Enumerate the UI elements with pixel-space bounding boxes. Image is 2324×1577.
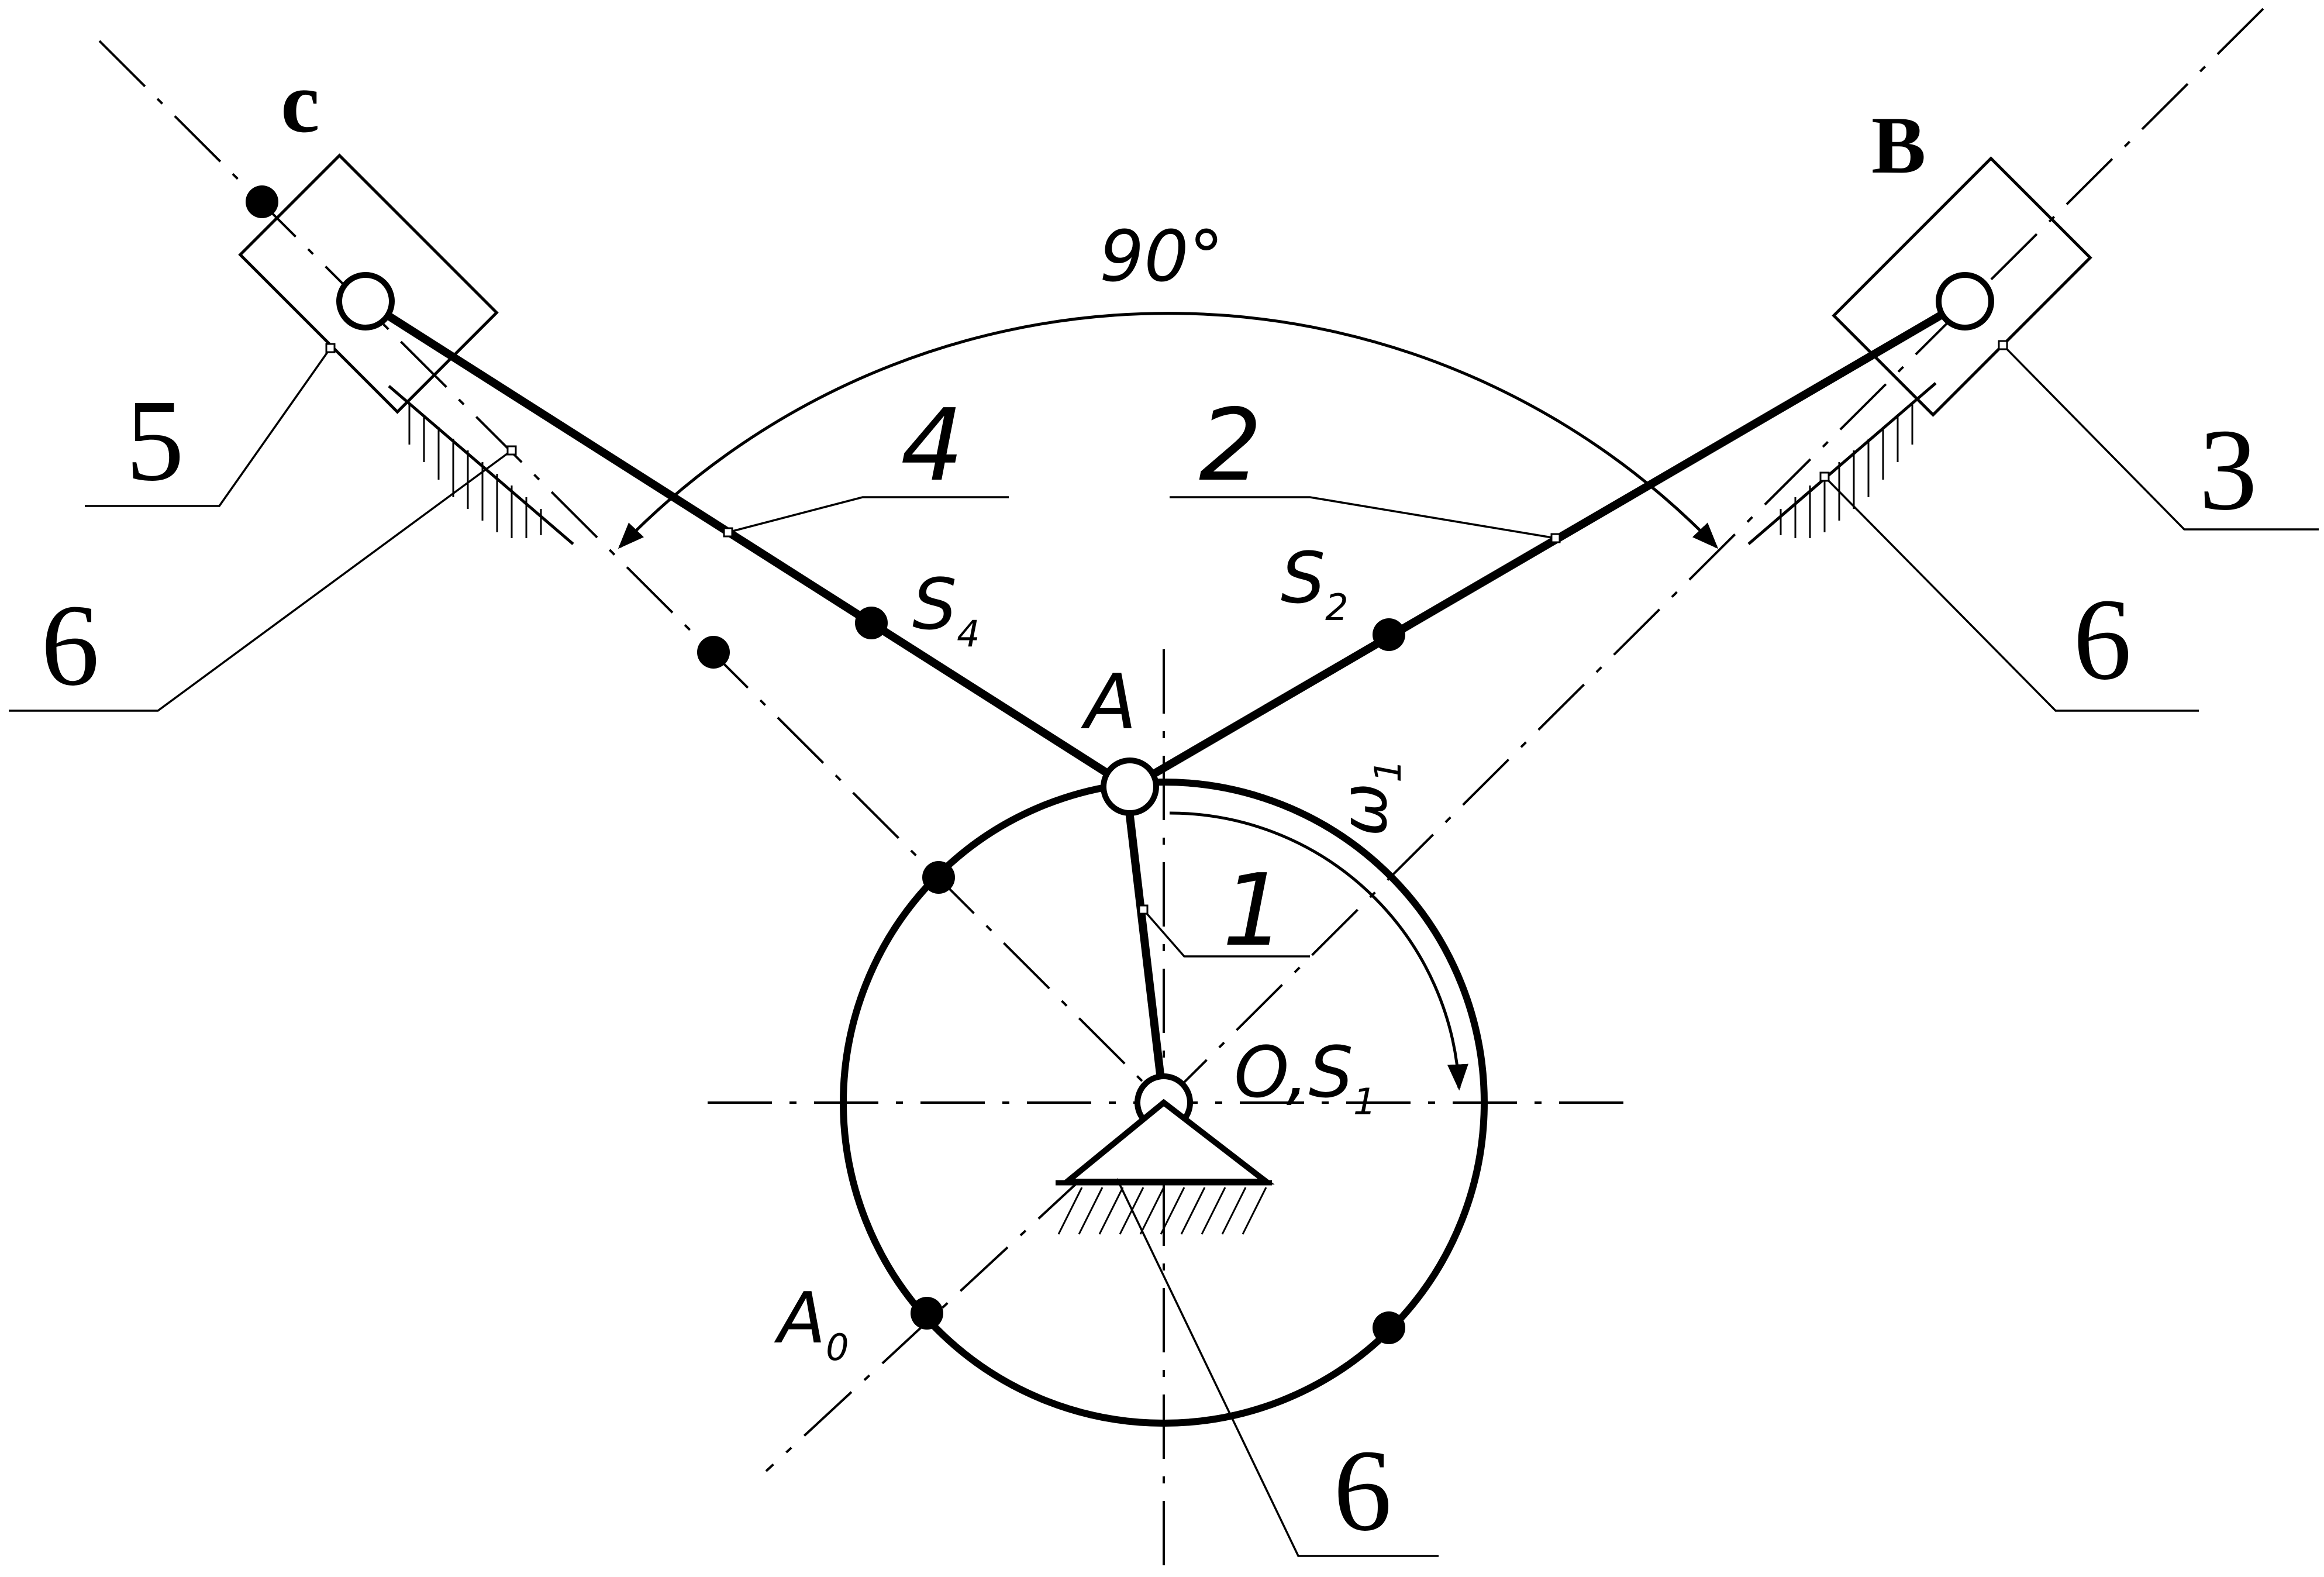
ground-support xyxy=(1056,1099,1275,1235)
label-link-6-right: 6 xyxy=(2073,575,2132,704)
label-point-b: B xyxy=(1871,100,1926,191)
label-angle-90: 90° xyxy=(1099,216,1224,298)
label-link-2: 2 xyxy=(1199,388,1262,504)
leader-6-bottom xyxy=(1116,1178,1439,1557)
label-link-4: 4 xyxy=(901,388,964,504)
leader-3 xyxy=(2002,344,2319,531)
label-point-a: A xyxy=(1081,657,1137,746)
label-a0: A0 xyxy=(774,1278,849,1369)
labels: c B 90° 5 4 2 3 6 6 6 1 A ω1 S4 S2 O,S1 … xyxy=(41,54,2257,1555)
label-os1: O,S1 xyxy=(1234,1032,1376,1123)
leader-tips xyxy=(325,340,2008,915)
guide-axis-right xyxy=(1163,8,2264,1104)
dot-s4 xyxy=(855,607,888,639)
dot-circle-lower-right xyxy=(1373,1311,1405,1344)
angle-arc-90 xyxy=(618,312,1719,549)
leader-5 xyxy=(85,347,332,507)
joint-b xyxy=(1936,272,1994,330)
joint-a xyxy=(1101,757,1159,816)
links xyxy=(361,297,1969,1083)
dot-s2 xyxy=(1373,618,1405,651)
crank-circle xyxy=(840,779,1488,1427)
slider-block-right xyxy=(1832,156,2092,417)
leader-lines xyxy=(9,344,2319,1557)
link-4 xyxy=(361,297,1133,791)
label-s2: S2 xyxy=(1281,538,1349,629)
omega-arrow xyxy=(1169,811,1468,1091)
label-omega: ω1 xyxy=(1326,759,1409,836)
ground-hatch-right xyxy=(1747,382,1937,545)
label-link-5: 5 xyxy=(126,376,184,505)
angle-arc xyxy=(618,312,1719,549)
label-link-1: 1 xyxy=(1222,853,1285,969)
dot-guide-left xyxy=(697,636,730,669)
link-2 xyxy=(1127,297,1969,791)
slider-block-left xyxy=(238,153,499,414)
leader-4 xyxy=(727,496,1009,533)
leader-2 xyxy=(1170,496,1556,539)
label-link-6-bottom: 6 xyxy=(1333,1426,1392,1555)
dot-circle-upper-left xyxy=(922,861,955,894)
label-s4: S4 xyxy=(912,564,980,655)
joint-c xyxy=(336,272,395,330)
label-point-c: c xyxy=(281,54,320,151)
leader-6-left xyxy=(9,449,513,712)
dot-c xyxy=(246,185,278,218)
leader-1 xyxy=(1142,908,1310,958)
leader-6-right xyxy=(1823,476,2199,712)
points xyxy=(246,185,1405,1344)
label-link-6-left: 6 xyxy=(41,581,99,710)
guide-axis-lower-left xyxy=(765,1101,1165,1472)
label-link-3: 3 xyxy=(2199,405,2257,535)
link-1-crank xyxy=(1126,812,1165,1083)
dot-a0 xyxy=(911,1297,943,1330)
